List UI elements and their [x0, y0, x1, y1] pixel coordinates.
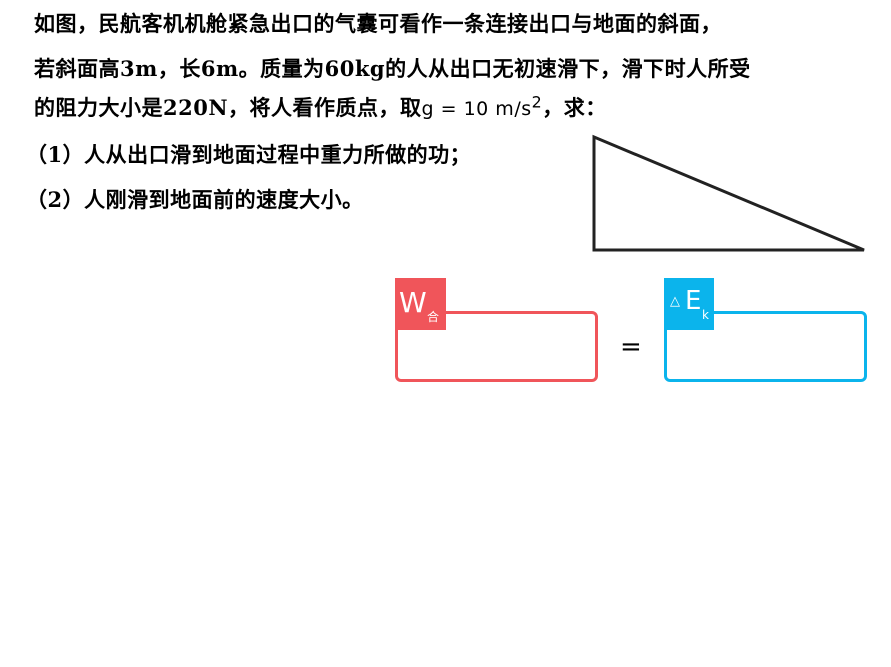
k-subscript: k	[702, 308, 709, 322]
kinetic-energy-label: △ E k	[664, 278, 714, 330]
w-symbol: W	[399, 286, 427, 319]
exponent: 2	[531, 92, 543, 112]
delta-symbol: △	[670, 294, 680, 309]
line3-end: ，求：	[542, 95, 607, 120]
gravity-text: g = 10 m/s	[421, 98, 532, 120]
work-label: W 合	[395, 278, 446, 330]
gravity-value: g = 10 m/s2	[421, 93, 543, 120]
problem-line-3: 的阻力大小是220N，将人看作质点，取g = 10 m/s2，求：	[34, 92, 607, 122]
triangle-shape	[592, 134, 865, 252]
kinetic-energy-answer-box[interactable]	[664, 311, 867, 382]
equals-sign: =	[620, 332, 642, 362]
w-subscript: 合	[427, 310, 440, 324]
work-answer-box[interactable]	[395, 311, 598, 382]
problem-line-2: 若斜面高3m，长6m。质量为60kg的人从出口无初速滑下，滑下时人所受	[34, 56, 751, 81]
problem-line-1: 如图，民航客机机舱紧急出口的气囊可看作一条连接出口与地面的斜面，	[34, 11, 722, 36]
line3-text: 的阻力大小是220N，将人看作质点，取	[34, 95, 422, 120]
question-2: （2）人刚滑到地面前的速度大小。	[26, 187, 364, 212]
e-symbol: E	[685, 286, 702, 316]
question-1: （1）人从出口滑到地面过程中重力所做的功；	[26, 142, 472, 167]
